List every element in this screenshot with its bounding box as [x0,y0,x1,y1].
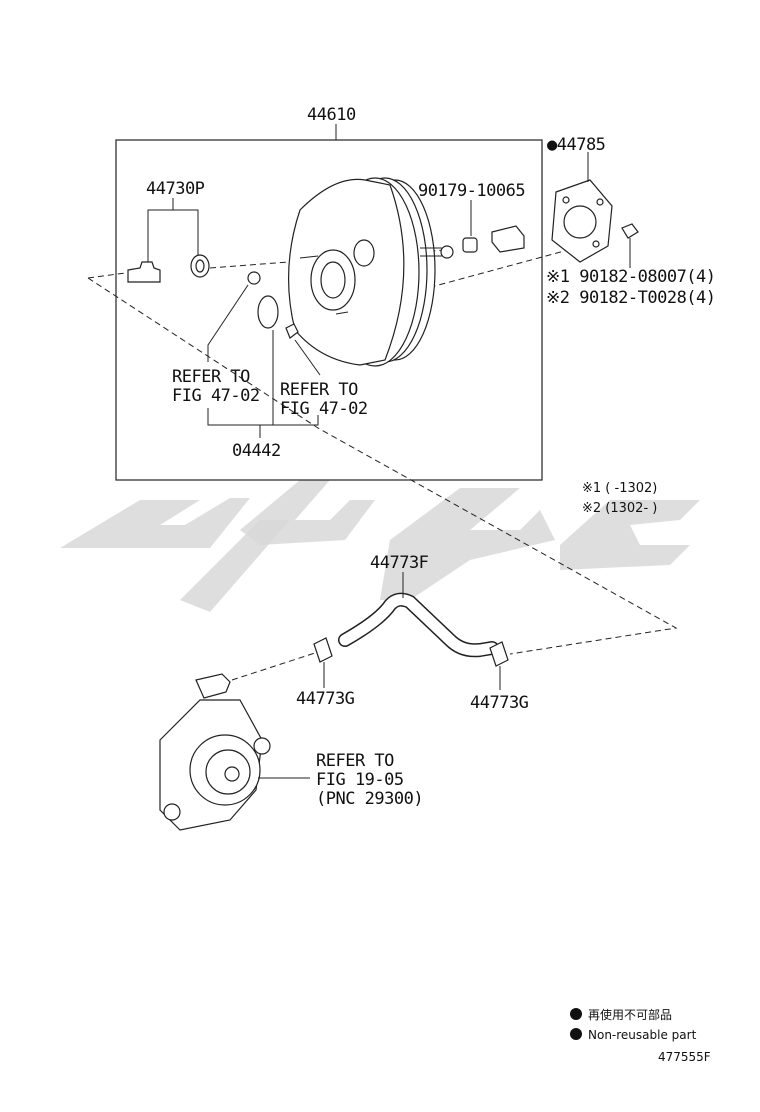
gasket [551,152,639,268]
label-refer-left-1: REFER TO [172,367,250,387]
watermark-logo [60,480,700,612]
hose-clamps [313,637,509,690]
non-reusable-bullet-icon [570,1008,582,1020]
label-nut-2: ※2 90182-T0028(4) [546,288,716,308]
vacuum-hose [338,572,499,658]
note-2: ※2 (1302- ) [582,501,657,516]
legend-jp: 再使用不可部品 [588,1007,672,1022]
check-valve [127,198,210,283]
bolt-parts [462,200,525,253]
label-44785: ●44785 [547,135,605,155]
label-pump-refer-3: (PNC 29300) [316,789,423,809]
label-44773f: 44773F [370,553,429,573]
label-refer-left-2: FIG 47-02 [172,386,260,406]
label-pump-refer-1: REFER TO [316,751,394,771]
label-nut-1: ※1 90182-08007(4) [546,267,716,287]
label-refer-right-2: FIG 47-02 [280,399,368,419]
label-refer-right-1: REFER TO [280,380,358,400]
assembly-frame [115,139,543,481]
label-44610: 44610 [307,105,356,125]
label-04442: 04442 [232,441,281,461]
label-44773g-right: 44773G [470,693,529,713]
diagram-code: 477555F [658,1050,711,1064]
brake-booster [287,177,454,367]
note-1: ※1 ( -1302) [582,481,657,496]
label-pump-refer-2: FIG 19-05 [316,770,404,790]
non-reusable-bullet-icon [570,1028,582,1040]
legend-en: Non-reusable part [588,1028,697,1042]
label-90179-10065: 90179-10065 [418,181,525,201]
vacuum-pump [159,673,310,831]
label-44773g-left: 44773G [296,689,355,709]
seal-parts [207,271,321,438]
label-44730p: 44730P [146,179,205,199]
